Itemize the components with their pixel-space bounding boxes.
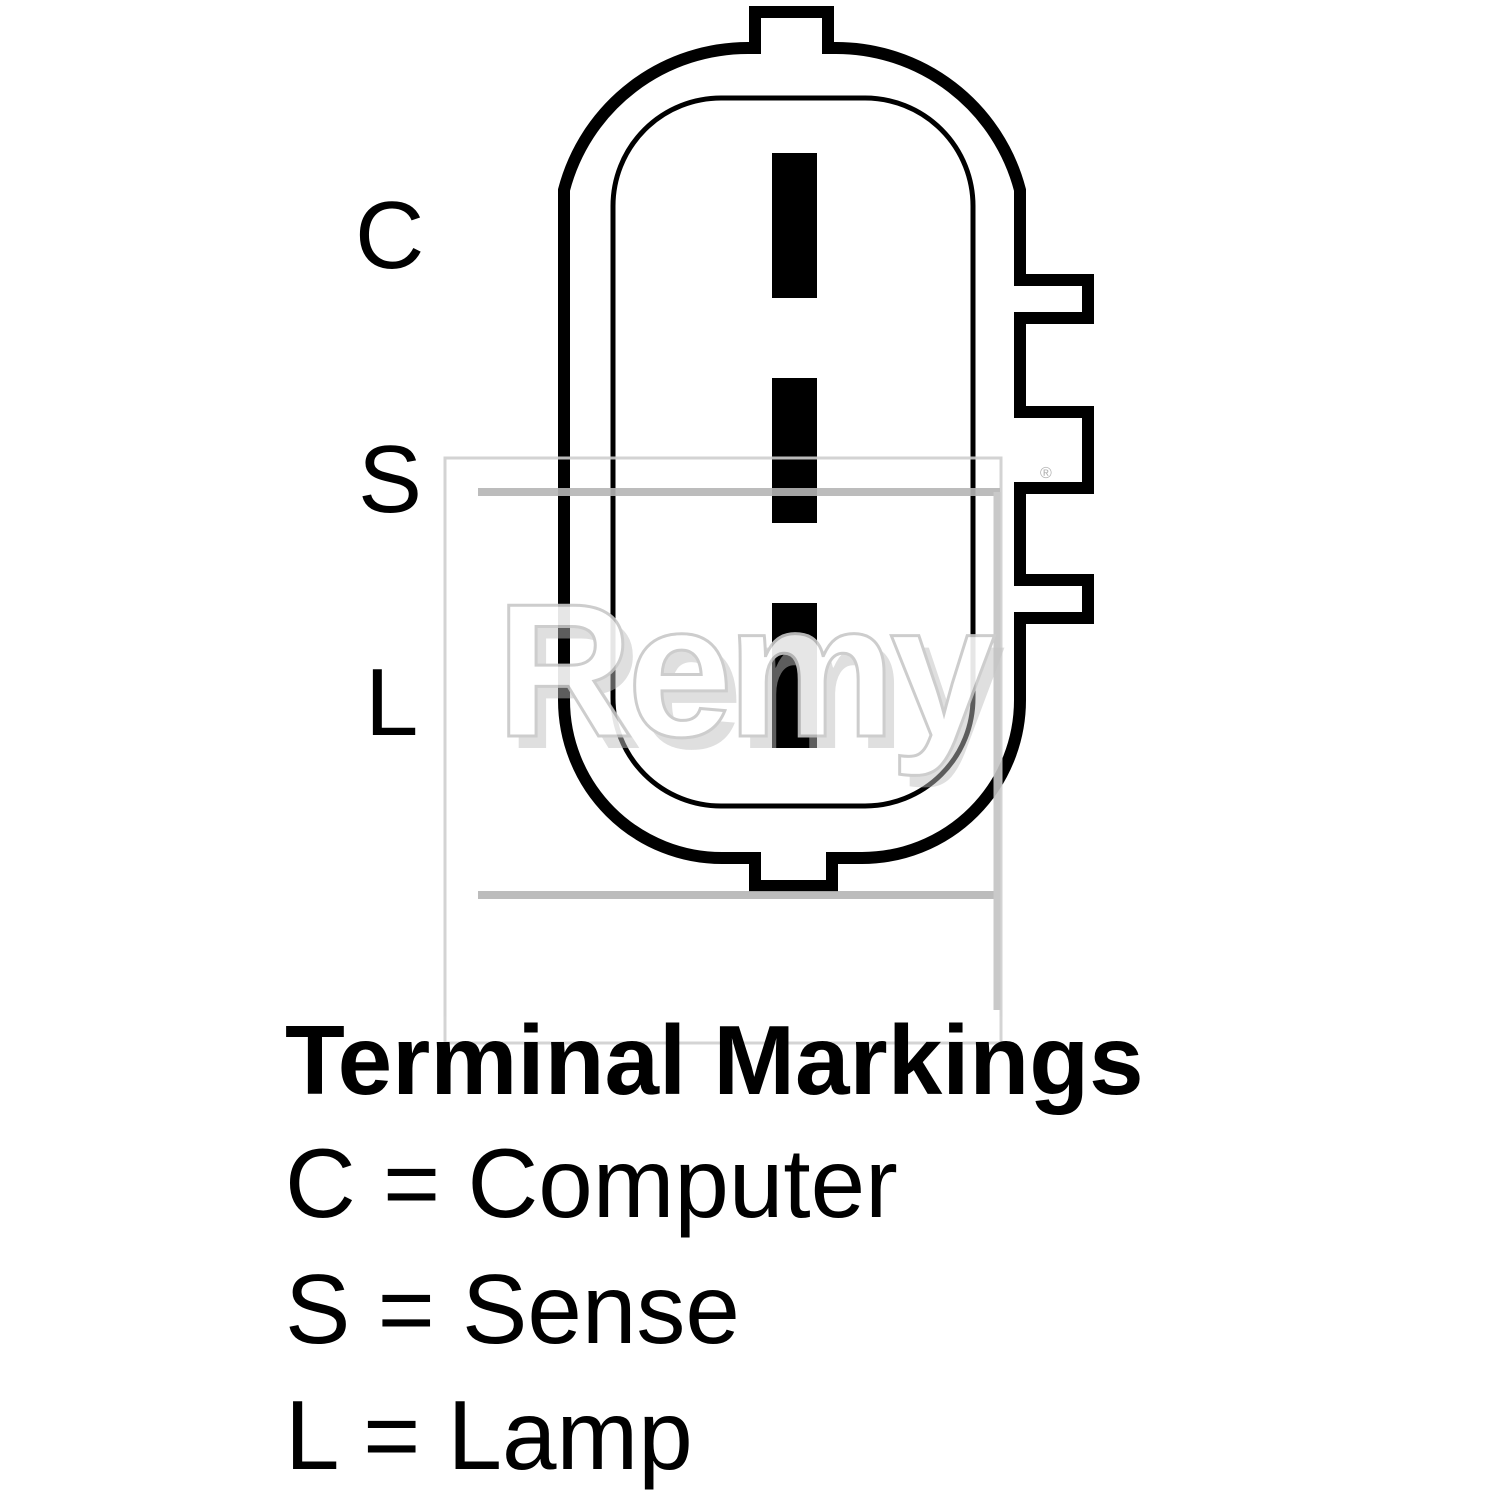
terminal-label-l: L xyxy=(365,649,418,756)
watermark-registered-mark: ® xyxy=(1040,465,1052,482)
connector-inner-cavity xyxy=(610,95,976,809)
brand-watermark: Remy Remy ® xyxy=(443,456,1052,1045)
legend-item-lamp: L = Lamp xyxy=(285,1380,693,1490)
terminal-markings-legend: Terminal Markings C = Computer S = Sense… xyxy=(285,1000,1465,1498)
connector-outer-housing xyxy=(558,6,1094,892)
legend-item-computer: C = Computer xyxy=(285,1128,898,1238)
terminal-pin-l xyxy=(772,603,817,748)
terminal-label-s: S xyxy=(358,426,422,533)
terminal-pin-c xyxy=(772,153,817,298)
legend-title: Terminal Markings xyxy=(285,1005,1144,1115)
terminal-label-c: C xyxy=(355,182,424,289)
watermark-brand-text: Remy xyxy=(496,565,995,777)
watermark-brand-shadow: Remy xyxy=(506,577,1005,789)
legend-item-sense: S = Sense xyxy=(285,1254,740,1364)
watermark-frame xyxy=(443,456,1003,1045)
terminal-pin-s xyxy=(772,378,817,523)
